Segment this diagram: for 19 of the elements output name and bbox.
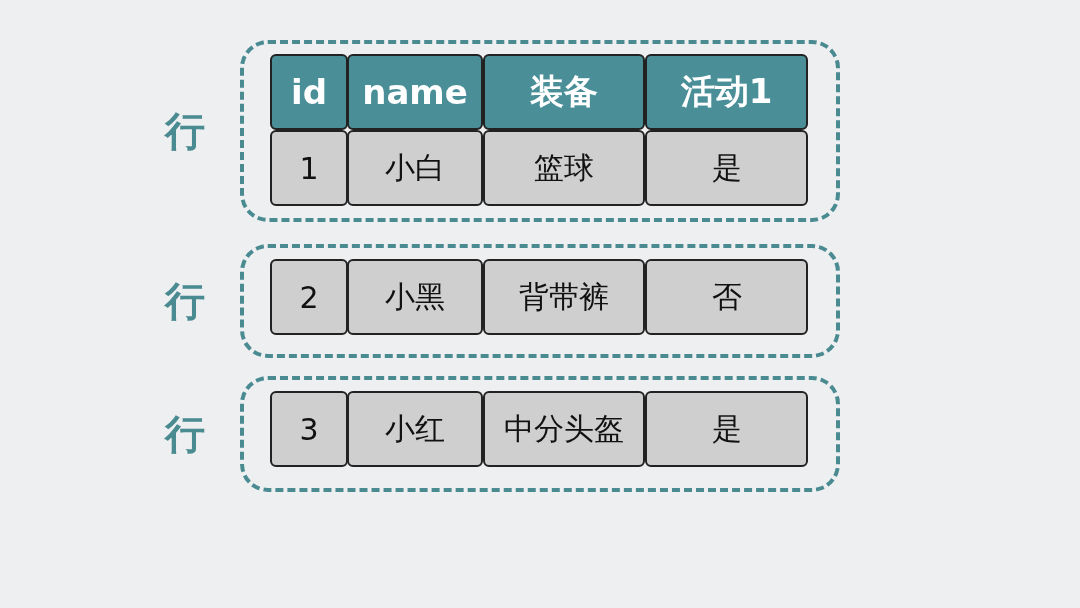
table-cell: 小白 [347, 130, 483, 206]
row-label: 行 [163, 276, 206, 326]
row-label: 行 [163, 409, 206, 459]
table-cell: 3 [270, 391, 348, 467]
table-cell: 是 [645, 130, 808, 206]
table-cell: 中分头盔 [483, 391, 645, 467]
table-cell: 小红 [347, 391, 483, 467]
table-header-cell: name [347, 54, 483, 130]
table-cell: 篮球 [483, 130, 645, 206]
table-header-cell: id [270, 54, 348, 130]
table-cell: 1 [270, 130, 348, 206]
table-header-cell: 装备 [483, 54, 645, 130]
table-cell: 否 [645, 259, 808, 335]
table-header-cell: 活动1 [645, 54, 808, 130]
table-cell: 是 [645, 391, 808, 467]
row-label: 行 [163, 106, 206, 156]
table-cell: 背带裤 [483, 259, 645, 335]
table-cell: 小黑 [347, 259, 483, 335]
table-cell: 2 [270, 259, 348, 335]
